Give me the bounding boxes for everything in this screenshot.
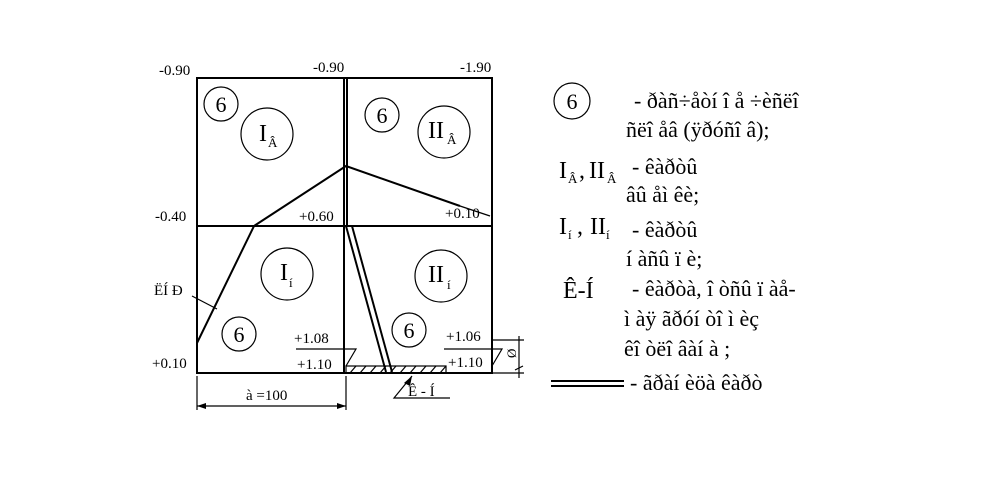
svg-text:Â: Â (607, 171, 617, 186)
legend-item4-symbol: Ê-Í (563, 278, 594, 304)
left-label: ËÍ Ð (154, 282, 183, 299)
elev-bottom-left: +0.10 (152, 356, 187, 372)
svg-text:Â: Â (268, 135, 278, 150)
svg-text:,: , (577, 214, 583, 240)
svg-text:I: I (280, 260, 288, 286)
svg-text:6: 6 (377, 103, 388, 128)
channel-label: Ê - Í (408, 383, 435, 400)
elev-top-left: -0.90 (159, 63, 190, 79)
legend-item1-line2: ñëî åâ (ÿðóñî â); (626, 117, 770, 142)
svg-text:II: II (589, 158, 605, 184)
elev-mid-left: -0.40 (155, 209, 186, 225)
channel-arrowhead (404, 376, 412, 386)
svg-text:II: II (590, 214, 606, 240)
layer-marker-top-right: 6 (364, 97, 400, 133)
channel-line-1 (345, 225, 387, 373)
legend-item4-line3: êî òëî âàí à ; (624, 336, 730, 361)
legend-item3-symbol: I í , II í (559, 214, 610, 242)
svg-text:,: , (579, 158, 585, 184)
zone-bottom-right: II í (414, 249, 468, 303)
legend-item3-line1: - êàðòû (632, 217, 697, 242)
elev-right-bottom2: +1.10 (448, 355, 483, 371)
bottom-dim-arrow-right (337, 403, 346, 409)
legend-item1-line1: - ðàñ÷åòí î å ÷èñëî (634, 88, 800, 113)
svg-text:í: í (606, 227, 610, 242)
elev-mark-right (444, 348, 504, 367)
zone-boundary-tail (459, 205, 491, 217)
elev-right-bottom: +1.06 (446, 329, 481, 345)
svg-text:I: I (259, 121, 267, 147)
legend-item4-line1: - êàðòà, î òñû ï àå- (632, 276, 796, 301)
elev-top-mid: -0.90 (313, 60, 344, 76)
layer-marker-bottom-right: 6 (391, 312, 427, 348)
svg-text:I: I (559, 158, 567, 184)
svg-text:í: í (447, 277, 451, 292)
legend-layer-marker: 6 (553, 82, 591, 120)
svg-text:Â: Â (447, 132, 457, 147)
bottom-dimension-label: à =100 (246, 388, 287, 404)
legend-item2-line1: - êàðòû (632, 154, 697, 179)
legend: 6 - ðàñ÷åòí î å ÷èñëî ñëî åâ (ÿðóñî â); … (551, 82, 800, 395)
svg-text:6: 6 (234, 322, 245, 347)
legend-item4-line2: ì àÿ ãðóí òî ì èç (624, 306, 759, 331)
left-label-leader (191, 295, 218, 310)
svg-text:I: I (559, 214, 567, 240)
elev-top-right: -1.90 (460, 60, 491, 76)
svg-text:6: 6 (404, 318, 415, 343)
svg-text:II: II (428, 118, 444, 144)
legend-item3-line2: í àñû ï è; (626, 246, 702, 271)
zone-bottom-left: I í (260, 247, 314, 301)
layer-marker-bottom-left: 6 (221, 316, 257, 352)
right-dim-label: Ø (504, 349, 519, 358)
svg-text:í: í (289, 275, 293, 290)
elev-mid-bottom2: +1.10 (297, 357, 332, 373)
channel-line-2 (351, 225, 393, 373)
svg-text:II: II (428, 262, 444, 288)
zone-top-left: I Â (240, 107, 294, 161)
svg-text:6: 6 (216, 92, 227, 117)
svg-text:6: 6 (567, 89, 578, 114)
elev-mark-mid (296, 348, 358, 367)
elev-center-b: +0.10 (445, 206, 480, 222)
svg-text:í: í (568, 227, 572, 242)
zone-boundary (196, 164, 461, 344)
layer-marker-top-left: 6 (203, 86, 239, 122)
legend-item2-symbol: I Â , II Â (559, 158, 617, 186)
elev-center-a: +0.60 (299, 209, 334, 225)
elev-mid-bottom: +1.08 (294, 331, 329, 347)
zone-top-right: II Â (417, 105, 471, 159)
right-dim-tick (514, 365, 524, 371)
bottom-dim-arrow-left (197, 403, 206, 409)
channel-hatching (349, 365, 447, 374)
legend-item5-line1: - ãðàí èöà êàðò (630, 370, 763, 395)
legend-item2-line2: âû åì êè; (626, 182, 699, 207)
svg-text:Â: Â (568, 171, 578, 186)
